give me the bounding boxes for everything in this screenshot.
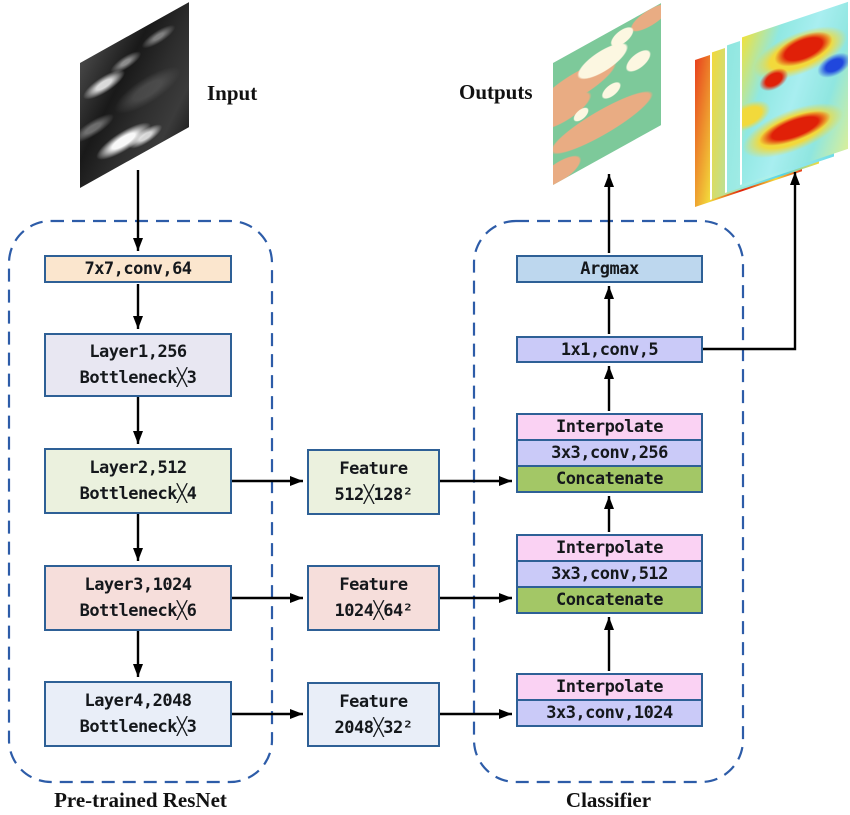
block-argmax-label: Argmax xyxy=(580,259,639,279)
block-feature2: Feature 1024╳64² xyxy=(307,565,440,631)
block-layer2: Layer2,512 Bottleneck╳4 xyxy=(44,448,232,514)
block-layer3-line1: Layer3,1024 xyxy=(84,575,192,595)
block-layer2-line1: Layer2,512 xyxy=(89,458,187,478)
outputs-label: Outputs xyxy=(459,80,533,104)
block-interpolate3-label: Interpolate xyxy=(555,677,664,697)
block-feature1-line1: Feature xyxy=(339,459,408,479)
block-layer1: Layer1,256 Bottleneck╳3 xyxy=(44,333,232,397)
block-layer4-line1: Layer4,2048 xyxy=(84,691,192,711)
block-conv512: 3x3,conv,512 xyxy=(516,560,703,588)
input-image xyxy=(80,2,189,189)
heatmap-output-image xyxy=(740,1,848,185)
block-conv1x1-label: 1x1,conv,5 xyxy=(560,339,659,360)
block-layer4-line2: Bottleneck╳3 xyxy=(79,717,197,737)
block-layer4: Layer4,2048 Bottleneck╳3 xyxy=(44,681,232,747)
block-concatenate1-label: Concatenate xyxy=(555,469,664,489)
block-argmax: Argmax xyxy=(516,255,703,283)
block-interpolate2: Interpolate xyxy=(516,534,703,562)
block-concatenate2-label: Concatenate xyxy=(555,590,664,610)
block-feature3-line2: 2048╳32² xyxy=(334,717,413,738)
block-interpolate2-label: Interpolate xyxy=(555,538,664,558)
block-conv7x7-label: 7x7,conv,64 xyxy=(84,259,192,279)
block-feature3: Feature 2048╳32² xyxy=(307,682,440,747)
block-interpolate1: Interpolate xyxy=(516,413,703,441)
block-interpolate3: Interpolate xyxy=(516,673,703,701)
classifier-label: Classifier xyxy=(565,788,652,812)
block-conv1024-label: 3x3,conv,1024 xyxy=(546,703,673,723)
input-label: Input xyxy=(207,81,258,105)
block-conv256: 3x3,conv,256 xyxy=(516,439,703,467)
block-conv256-label: 3x3,conv,256 xyxy=(551,443,668,463)
block-layer1-line2: Bottleneck╳3 xyxy=(79,368,197,388)
block-conv1024: 3x3,conv,1024 xyxy=(516,699,703,727)
block-feature1: Feature 512╳128² xyxy=(307,449,440,515)
block-layer3-line2: Bottleneck╳6 xyxy=(79,601,197,621)
block-concatenate1: Concatenate xyxy=(516,465,703,493)
block-concatenate2: Concatenate xyxy=(516,586,703,614)
resnet-label: Pre-trained ResNet xyxy=(54,788,227,812)
block-layer1-line1: Layer1,256 xyxy=(89,342,187,362)
block-interpolate1-label: Interpolate xyxy=(555,417,664,437)
block-layer2-line2: Bottleneck╳4 xyxy=(79,484,197,504)
block-conv1x1: 1x1,conv,5 xyxy=(516,336,703,363)
block-feature1-line2: 512╳128² xyxy=(334,485,413,505)
block-conv512-label: 3x3,conv,512 xyxy=(551,564,668,584)
block-feature3-line1: Feature xyxy=(339,691,408,712)
block-feature2-line1: Feature xyxy=(339,575,408,595)
block-conv7x7: 7x7,conv,64 xyxy=(44,255,232,283)
block-layer3: Layer3,1024 Bottleneck╳6 xyxy=(44,565,232,631)
segmentation-output-image xyxy=(553,3,661,185)
block-feature2-line2: 1024╳64² xyxy=(334,601,413,621)
